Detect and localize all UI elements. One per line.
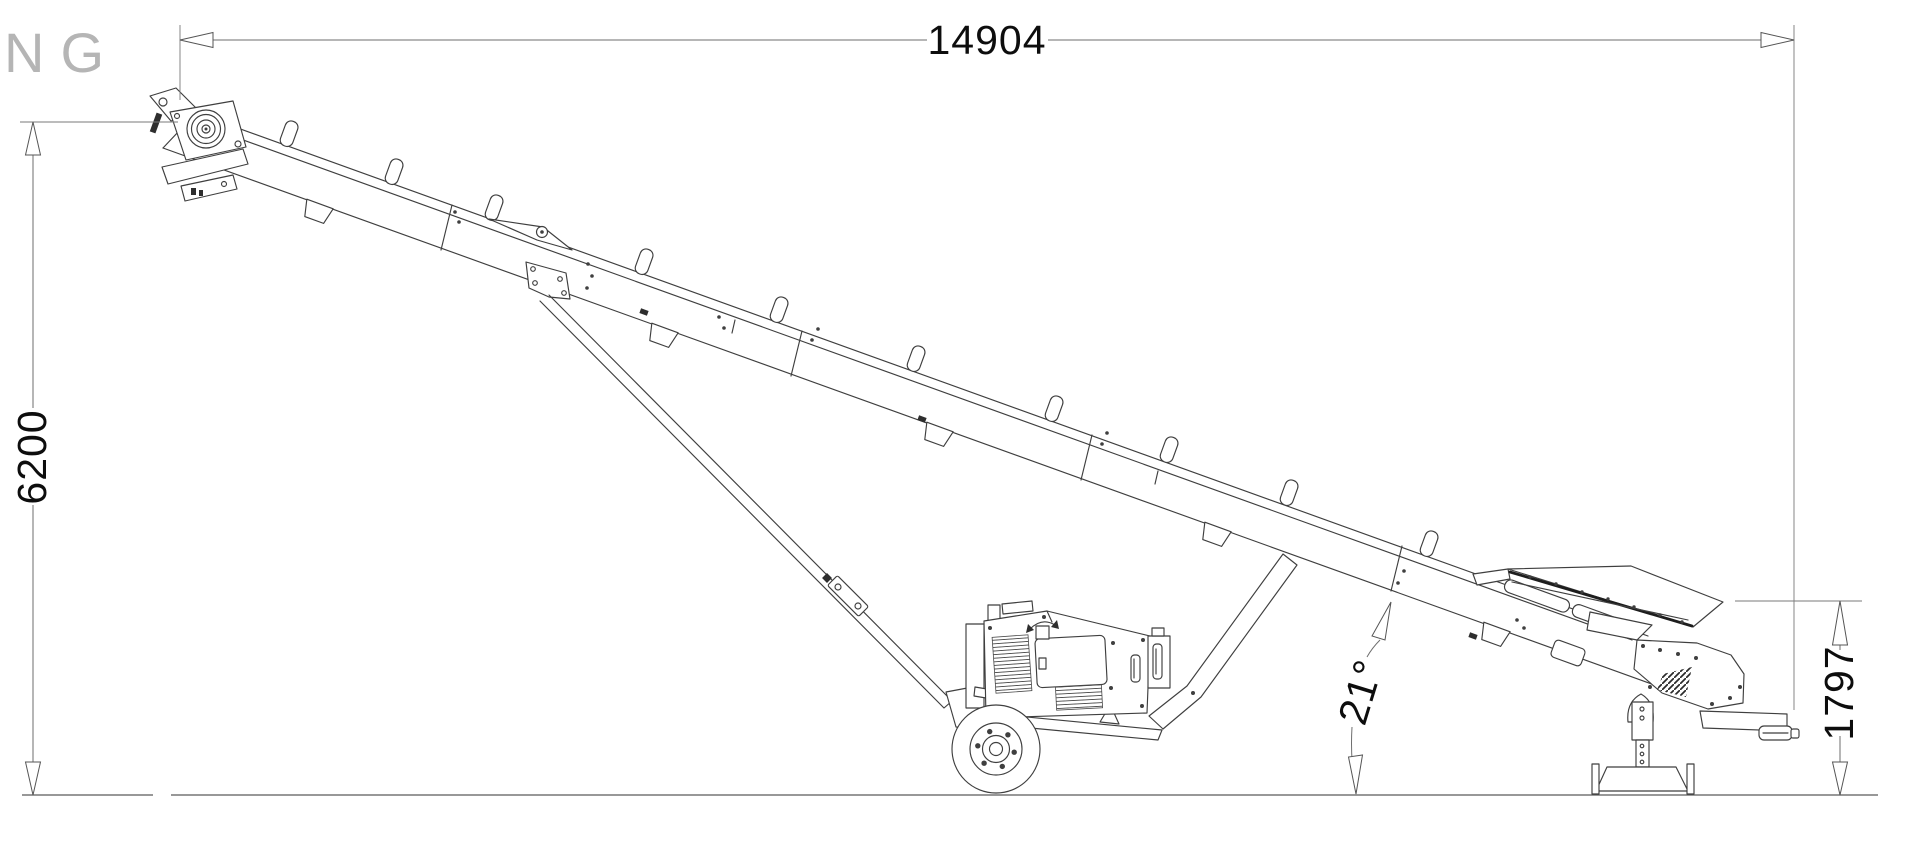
dimension-incline-angle: 21° [1329, 601, 1392, 795]
arrowhead-right [1760, 31, 1795, 49]
hitch-eye [1790, 728, 1800, 739]
boom-bolts [453, 210, 1526, 630]
wheel [951, 704, 1041, 794]
undercarriage-front-stay [488, 218, 953, 709]
undercarriage-rear-strut [1148, 553, 1298, 730]
watermark-text: NG [4, 21, 120, 84]
arrowhead-down [1347, 754, 1364, 795]
tow-hitch [1699, 710, 1800, 741]
power-unit [965, 600, 1171, 719]
overall-length-label: 14904 [927, 17, 1046, 63]
dimension-overall-length: 14904 [179, 17, 1795, 710]
head-pulley-assembly [149, 87, 249, 202]
stay-gusset-plate [525, 261, 571, 300]
lug-bolts [975, 728, 1017, 770]
feed-height-label: 1797 [1816, 645, 1862, 740]
arrowhead-up [1831, 600, 1849, 646]
belt-tabs [279, 120, 1439, 558]
arrowhead-left [179, 31, 214, 49]
return-roller-brackets [304, 198, 1511, 647]
discharge-height-label: 6200 [9, 409, 55, 504]
louver-vent-large [991, 634, 1033, 694]
drive-mount-bracket [161, 148, 249, 185]
belt-tensioner [149, 112, 163, 134]
conveyor-boom [162, 112, 1711, 706]
incline-angle-label: 21° [1329, 654, 1392, 730]
jack-foot [1595, 766, 1689, 792]
arrowhead-up [24, 121, 42, 156]
arrowhead-down [24, 761, 42, 796]
dimension-feed-height: 1797 [1735, 600, 1862, 796]
feed-hopper [1472, 565, 1724, 628]
tire [951, 704, 1041, 794]
tail-vent [1657, 667, 1692, 697]
louver-vent-small [1055, 684, 1104, 711]
arrowhead-down [1831, 761, 1849, 796]
stay-splice-plate [827, 575, 869, 617]
arrowhead-up [1371, 601, 1392, 641]
tail-frame [1586, 611, 1745, 710]
dimension-discharge-height: 6200 [9, 121, 178, 796]
jack-stand [1591, 693, 1695, 795]
